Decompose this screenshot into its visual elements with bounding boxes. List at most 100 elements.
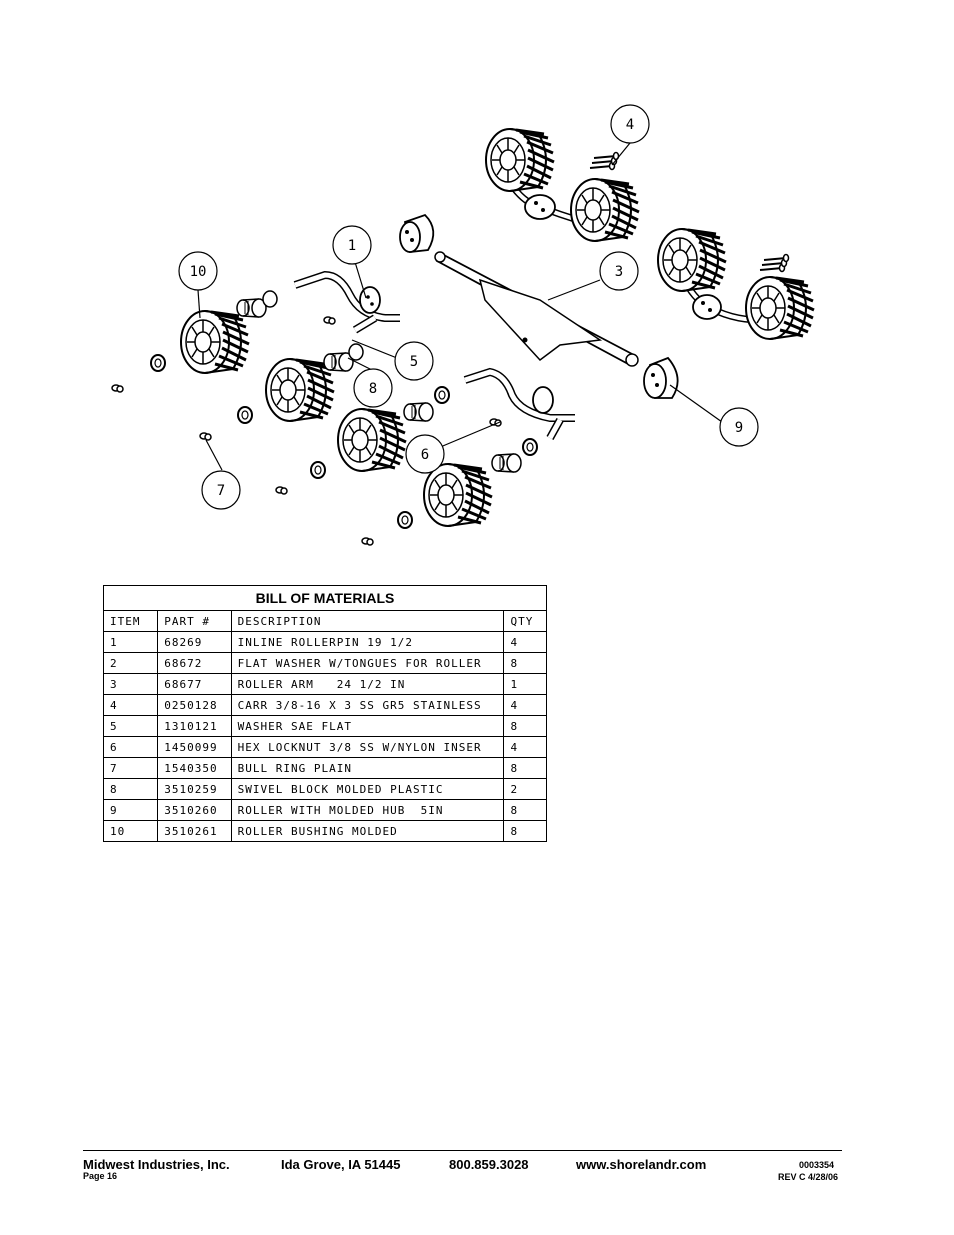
callout-7: 7 bbox=[201, 470, 241, 510]
header-item: ITEM bbox=[102, 610, 159, 632]
footer-revision: REV C 4/28/06 bbox=[778, 1172, 839, 1182]
bushing-3 bbox=[403, 402, 434, 422]
bushing-2 bbox=[323, 352, 354, 372]
cell-description: FLAT WASHER W/TONGUES FOR ROLLER bbox=[230, 652, 505, 674]
cell-part-number: 1540350 bbox=[157, 757, 232, 779]
cell-item: 3 bbox=[102, 673, 159, 695]
cell-item: 10 bbox=[102, 820, 159, 842]
cell-part-number: 68677 bbox=[157, 673, 232, 695]
svg-text:9: 9 bbox=[735, 420, 743, 436]
cell-part-number: 68269 bbox=[157, 631, 232, 653]
footer-page-number: Page 16 bbox=[83, 1171, 118, 1181]
cell-part-number: 68672 bbox=[157, 652, 232, 674]
svg-text:6: 6 bbox=[421, 447, 429, 463]
carriage-bolts-right bbox=[759, 253, 790, 273]
roller-1 bbox=[179, 309, 251, 375]
cell-qty: 4 bbox=[503, 736, 547, 758]
footer-company: Midwest Industries, Inc. bbox=[83, 1157, 230, 1172]
roller-4 bbox=[422, 462, 494, 528]
cell-part-number: 3510261 bbox=[157, 820, 232, 842]
roller-assembly-top-right bbox=[484, 127, 641, 243]
roller-pin-arm-left bbox=[293, 270, 400, 334]
cell-qty: 8 bbox=[503, 799, 547, 821]
footer-city: Ida Grove, IA 51445 bbox=[281, 1157, 401, 1172]
bom-title: BILL OF MATERIALS bbox=[103, 585, 547, 610]
cell-description: CARR 3/8-16 X 3 SS GR5 STAINLESS bbox=[230, 694, 505, 716]
callout-8: 9 bbox=[719, 407, 759, 447]
leader-lines bbox=[197, 142, 723, 471]
bushing-4 bbox=[491, 453, 522, 473]
cell-description: SWIVEL BLOCK MOLDED PLASTIC bbox=[230, 778, 505, 800]
footer-phone: 800.859.3028 bbox=[449, 1157, 529, 1172]
cell-item: 1 bbox=[102, 631, 159, 653]
cell-item: 7 bbox=[102, 757, 159, 779]
swivel-block-right bbox=[643, 356, 679, 399]
svg-text:3: 3 bbox=[615, 264, 623, 280]
cell-part-number: 0250128 bbox=[157, 694, 232, 716]
cell-description: INLINE ROLLERPIN 19 1/2 bbox=[230, 631, 505, 653]
washer-1 bbox=[150, 354, 166, 372]
cell-part-number: 1450099 bbox=[157, 736, 232, 758]
washer-3 bbox=[310, 461, 326, 479]
svg-text:1: 1 bbox=[348, 238, 356, 254]
cell-item: 2 bbox=[102, 652, 159, 674]
carriage-bolts-top bbox=[589, 151, 620, 171]
cell-part-number: 3510260 bbox=[157, 799, 232, 821]
cell-description: BULL RING PLAIN bbox=[230, 757, 505, 779]
roller-assembly-mid-right bbox=[656, 227, 816, 341]
roller-3 bbox=[336, 407, 408, 473]
cell-description: ROLLER BUSHING MOLDED bbox=[230, 820, 505, 842]
callout-10: 8 bbox=[353, 368, 393, 408]
header-part-number: PART # bbox=[157, 610, 232, 632]
callout-9: 10 bbox=[178, 251, 218, 291]
cell-qty: 8 bbox=[503, 820, 547, 842]
cell-item: 4 bbox=[102, 694, 159, 716]
svg-text:8: 8 bbox=[369, 381, 377, 397]
cell-item: 6 bbox=[102, 736, 159, 758]
callout-4: 4 bbox=[610, 104, 650, 144]
footer-divider bbox=[83, 1150, 842, 1151]
cell-qty: 2 bbox=[503, 778, 547, 800]
exploded-parts-diagram: 4 1 3 10 5 8 9 6 7 bbox=[111, 104, 816, 546]
locknut-1 bbox=[323, 316, 336, 325]
cell-part-number: 1310121 bbox=[157, 715, 232, 737]
roller-arm-beam bbox=[434, 251, 639, 367]
cell-qty: 1 bbox=[503, 673, 547, 695]
svg-text:5: 5 bbox=[410, 354, 418, 370]
washer-2 bbox=[237, 406, 253, 424]
header-qty: QTY bbox=[503, 610, 547, 632]
footer-doc-number: 0003354 bbox=[799, 1160, 835, 1170]
cell-description: HEX LOCKNUT 3/8 SS W/NYLON INSER bbox=[230, 736, 505, 758]
cell-description: ROLLER ARM 24 1/2 IN bbox=[230, 673, 505, 695]
bull-ring-1 bbox=[111, 384, 124, 393]
washer-6 bbox=[522, 438, 538, 456]
bom-header-row: ITEM PART # DESCRIPTION QTY bbox=[102, 610, 547, 632]
cell-part-number: 3510259 bbox=[157, 778, 232, 800]
callout-1: 1 bbox=[332, 225, 372, 265]
washer-4 bbox=[397, 511, 413, 529]
bill-of-materials-table: BILL OF MATERIALS ITEM PART # DESCRIPTIO… bbox=[102, 585, 547, 842]
cell-qty: 8 bbox=[503, 757, 547, 779]
svg-text:10: 10 bbox=[190, 264, 207, 280]
cell-qty: 4 bbox=[503, 631, 547, 653]
cell-description: WASHER SAE FLAT bbox=[230, 715, 505, 737]
cell-item: 9 bbox=[102, 799, 159, 821]
bull-ring-4 bbox=[361, 537, 374, 546]
cell-item: 5 bbox=[102, 715, 159, 737]
cell-item: 8 bbox=[102, 778, 159, 800]
cell-qty: 8 bbox=[503, 715, 547, 737]
footer-website[interactable]: www.shorelandr.com bbox=[576, 1157, 707, 1172]
bull-ring-2 bbox=[199, 432, 212, 441]
header-description: DESCRIPTION bbox=[230, 610, 505, 632]
cell-qty: 4 bbox=[503, 694, 547, 716]
callout-3: 3 bbox=[599, 251, 639, 291]
